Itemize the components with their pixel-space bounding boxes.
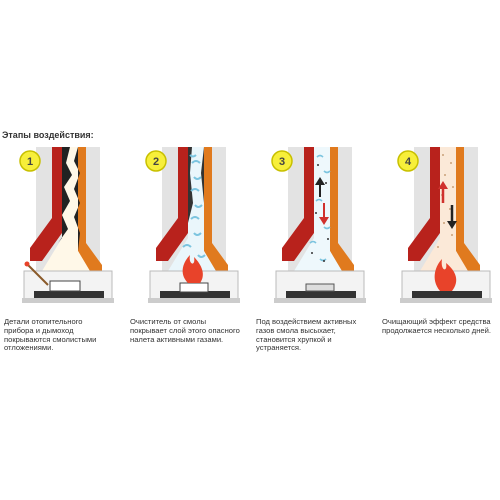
- tar-deposit-right: [201, 147, 204, 203]
- stage-number-badge: [19, 150, 41, 172]
- match: [27, 264, 49, 286]
- grate: [412, 291, 482, 298]
- chimney-left-wall: [30, 147, 62, 261]
- stage-3: 3 Под воздействием активных газов смола …: [254, 143, 372, 373]
- hearth-base: [148, 298, 240, 303]
- page-heading: Этапы воздействия:: [2, 130, 94, 140]
- flame: [434, 259, 457, 291]
- stage-number: 2: [153, 156, 159, 168]
- match-head: [24, 261, 30, 267]
- flame: [182, 255, 203, 283]
- chimney-left-wall: [408, 147, 440, 261]
- stage-1: 1 Детали отопительного прибора и дымоход…: [2, 143, 120, 373]
- hearth-base: [400, 298, 492, 303]
- stage-number-badge: [271, 150, 293, 172]
- stage-2: 2 Очиститель от смолы покрывает слой это…: [128, 143, 246, 373]
- fireplace-illustration-1: 1: [19, 147, 114, 303]
- stage-caption: Детали отопительного прибора и дымоход п…: [4, 317, 97, 353]
- active-gas: [309, 154, 331, 262]
- stage-number-badge: [397, 150, 419, 172]
- stage-number: 4: [405, 156, 412, 168]
- stage-4: 4 Очищающий эффект средства продолжается…: [380, 143, 498, 373]
- fireplace-illustration-2: 2: [145, 147, 240, 303]
- grate: [160, 291, 230, 298]
- cleaner-packet: [305, 283, 335, 292]
- grate: [286, 291, 356, 298]
- stage-caption: Очиститель от смолы покрывает слой этого…: [130, 317, 240, 344]
- tar-flakes: [437, 154, 454, 248]
- chimney-right-wall: [330, 147, 354, 275]
- hearth-base: [274, 298, 366, 303]
- fireplace-illustration-3: 3: [271, 147, 366, 303]
- tar-deposit-left: [188, 147, 193, 223]
- up-down-arrows: [438, 181, 457, 229]
- stage-number: 1: [27, 156, 33, 168]
- fireplace-illustration-4: 4: [397, 147, 492, 303]
- stage-caption: Очищающий эффект средства продолжается н…: [382, 317, 492, 335]
- active-gas: [182, 154, 206, 258]
- flue-interior: [420, 147, 468, 271]
- cleaner-packet: [49, 280, 81, 292]
- chimney-left-wall: [282, 147, 314, 261]
- chimney-right-wall: [78, 147, 102, 275]
- tar-deposit-right: [74, 147, 80, 251]
- chimney-left-wall: [156, 147, 188, 261]
- chimney-right-wall: [204, 147, 228, 275]
- stage-caption: Под воздействием активных газов смола вы…: [256, 317, 357, 353]
- hearth-base: [22, 298, 114, 303]
- grate: [34, 291, 104, 298]
- flue-interior: [294, 147, 342, 271]
- up-down-arrows: [315, 177, 329, 225]
- chimney-right-wall: [456, 147, 480, 275]
- tar-flakes: [311, 164, 329, 262]
- cleaner-packet: [179, 282, 209, 293]
- stage-number-badge: [145, 150, 167, 172]
- stage-number: 3: [279, 156, 285, 168]
- tar-deposit-left: [58, 147, 72, 243]
